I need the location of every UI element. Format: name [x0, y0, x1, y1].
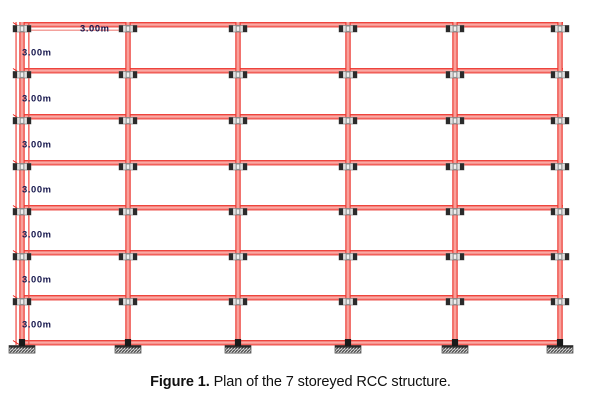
dimension-label-storey-5: 3.00m [22, 229, 52, 240]
beam-level-3 [20, 114, 563, 120]
witness-line-top [22, 29, 128, 31]
figure-caption-label: Figure 1. [150, 374, 210, 390]
columns-group [19, 22, 563, 345]
column-line-2 [125, 22, 131, 345]
witness-line-left-inner [28, 22, 30, 345]
dimension-labels-group: 3.00m 3.00m 3.00m 3.00m 3.00m 3.00m 3.00… [22, 23, 110, 330]
beam-level-7 [20, 295, 563, 301]
figure-caption-text: Plan of the 7 storeyed RCC structure. [209, 374, 451, 390]
beam-level-2 [20, 68, 563, 74]
dimension-label-storey-7: 3.00m [22, 319, 52, 330]
column-line-6 [557, 22, 563, 345]
dimension-label-storey-2: 3.00m [22, 93, 52, 104]
dimension-label-storey-6: 3.00m [22, 274, 52, 285]
column-line-3 [235, 22, 241, 345]
column-line-1 [19, 22, 25, 345]
column-line-4 [345, 22, 351, 345]
structural-frame-diagram: 3.00m 3.00m 3.00m 3.00m 3.00m 3.00m 3.00… [8, 22, 574, 354]
dimension-label-bay-1: 3.00m [80, 23, 110, 34]
witness-line-left-outer [15, 22, 17, 345]
beams-group [20, 22, 563, 346]
dimension-label-storey-4: 3.00m [22, 184, 52, 195]
dimension-label-storey-1: 3.00m [22, 47, 52, 58]
beam-level-6 [20, 250, 563, 256]
figure-caption: Figure 1. Plan of the 7 storeyed RCC str… [0, 360, 601, 404]
beam-level-4 [20, 160, 563, 166]
beam-level-1 [20, 22, 563, 28]
dimension-label-storey-3: 3.00m [22, 139, 52, 150]
beam-level-5 [20, 205, 563, 211]
beam-level-8 [20, 340, 563, 346]
column-line-5 [452, 22, 458, 345]
